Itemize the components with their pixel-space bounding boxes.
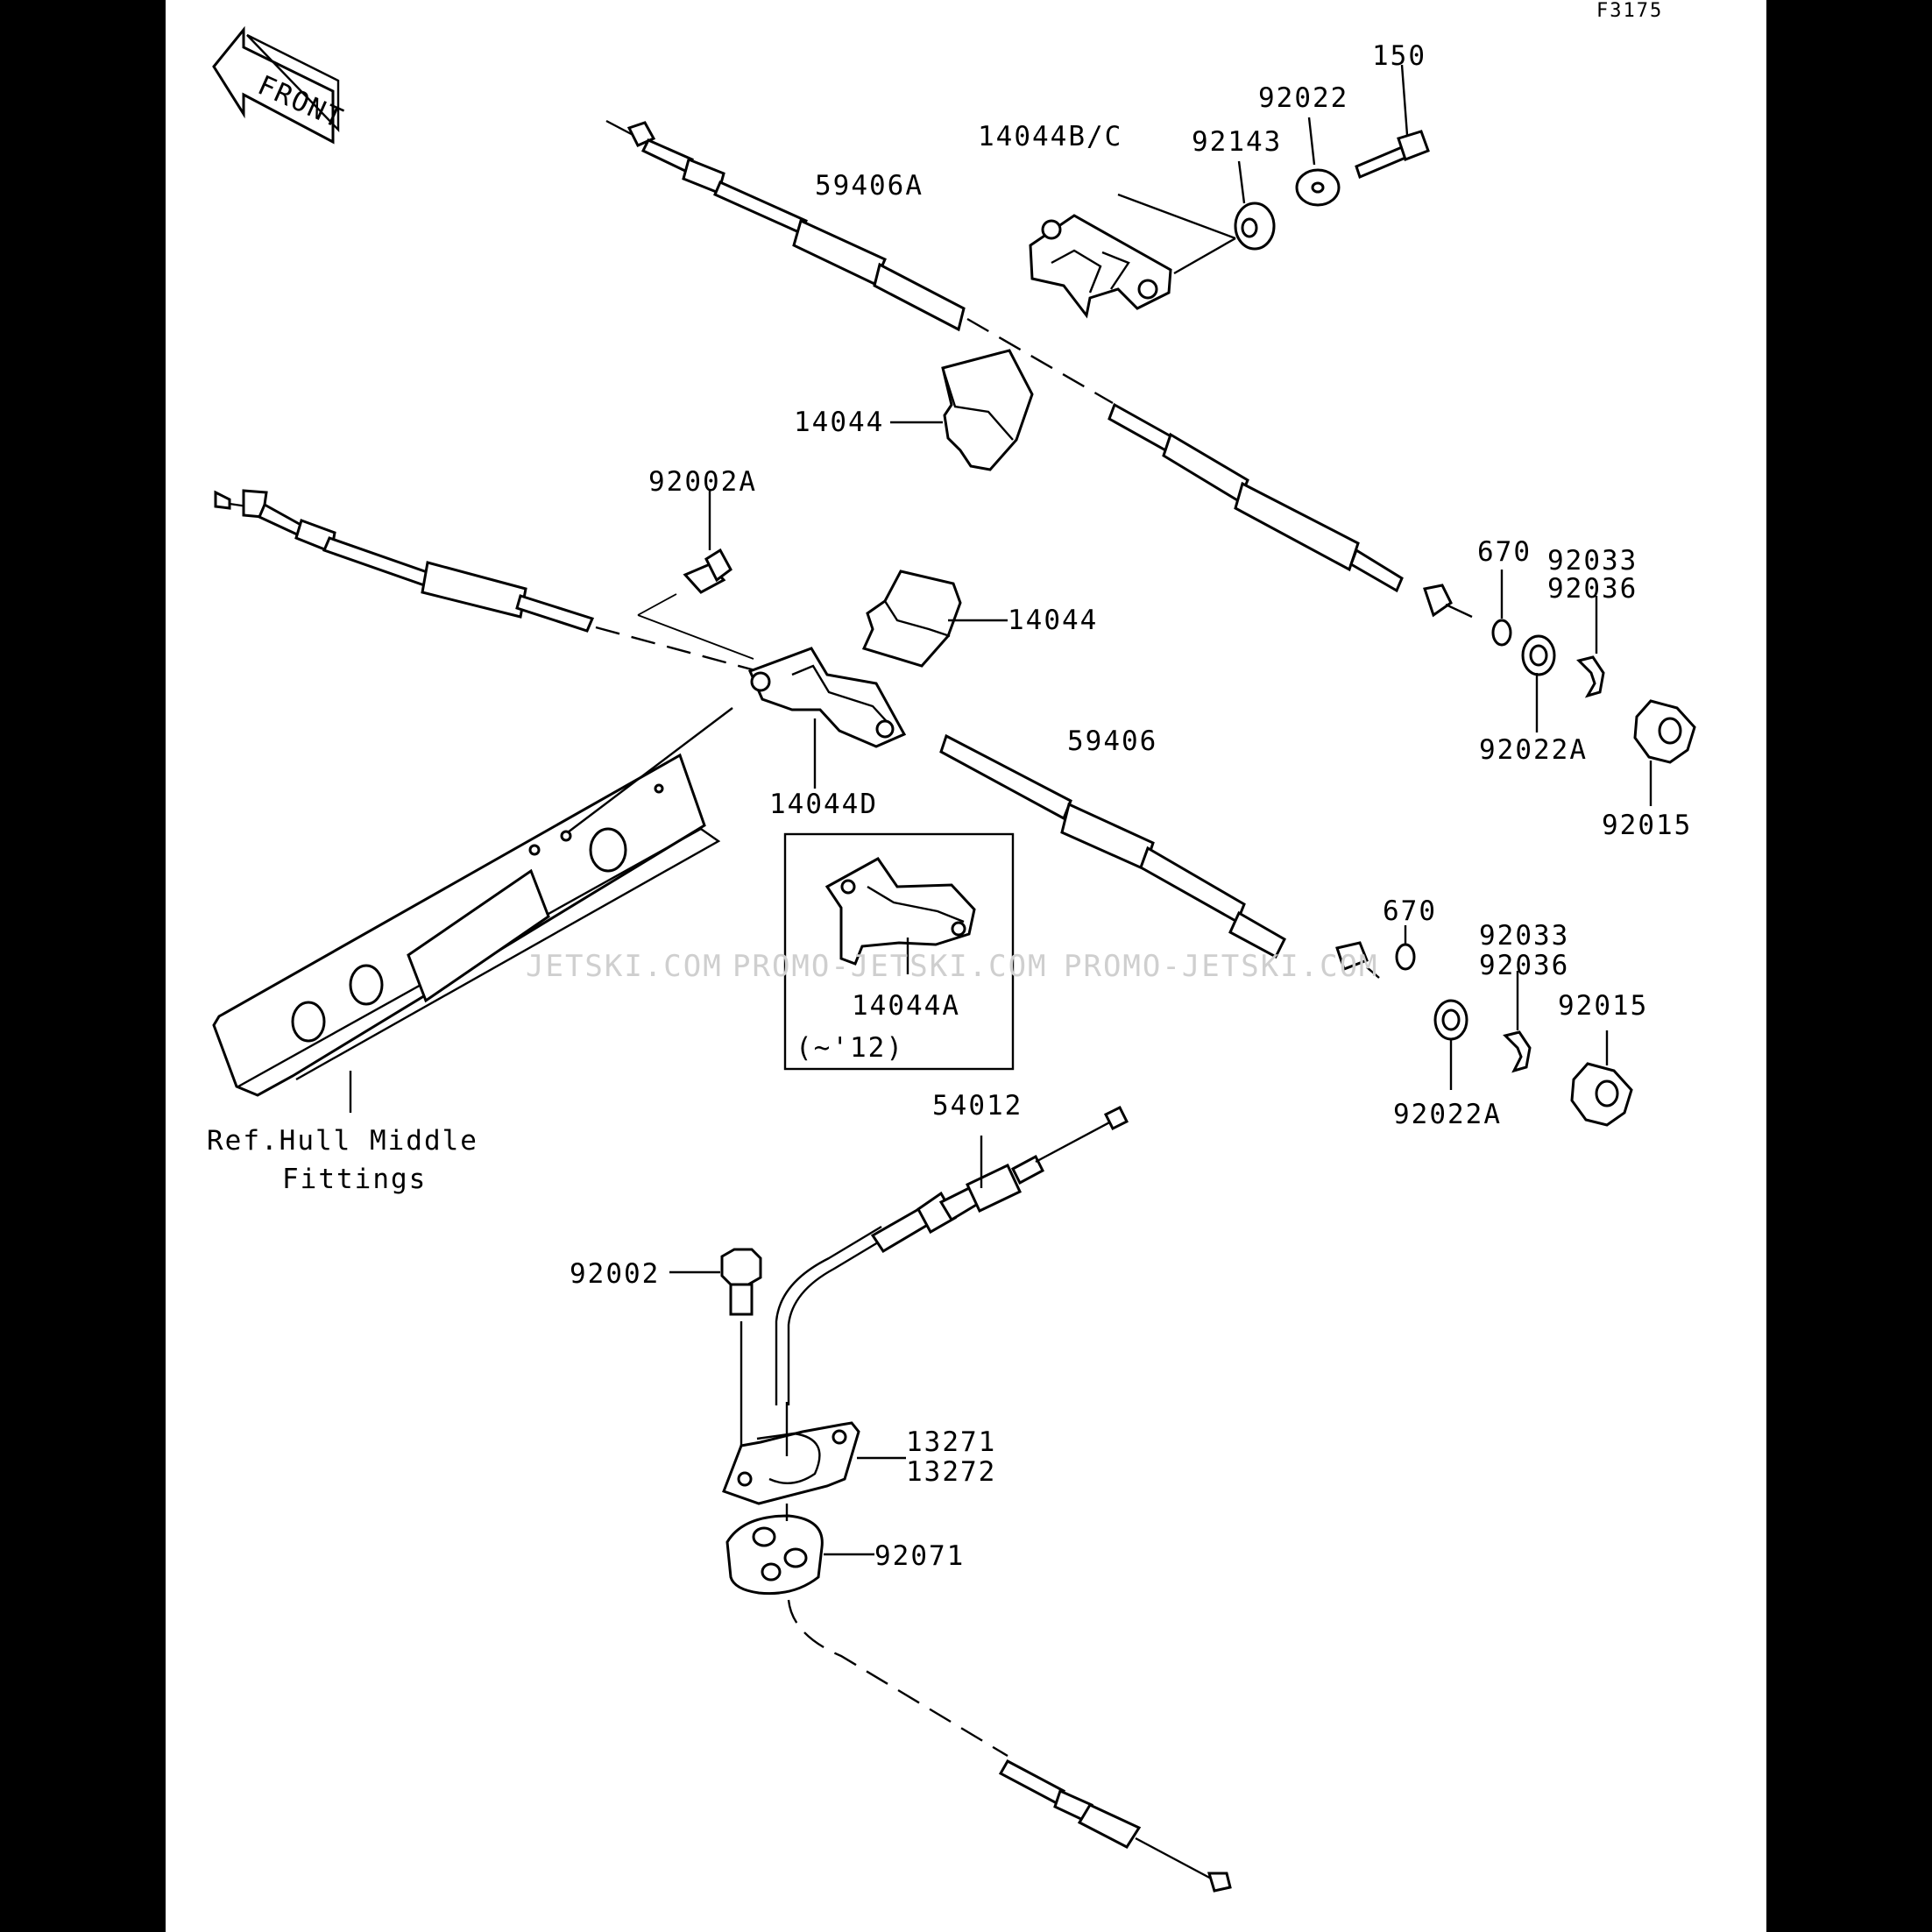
label-14044d: 14044D xyxy=(769,789,878,820)
label-670-upper: 670 xyxy=(1477,536,1532,568)
label-14044-upper: 14044 xyxy=(794,407,884,438)
label-92022: 92022 xyxy=(1258,82,1348,114)
label-92015-lower: 92015 xyxy=(1558,990,1648,1022)
label-92002: 92002 xyxy=(570,1258,660,1290)
watermark-1: JETSKI.COM xyxy=(526,949,723,984)
label-92143: 92143 xyxy=(1192,126,1282,158)
bolt-150 xyxy=(1355,64,1430,180)
label-14044bc: 14044B/C xyxy=(978,121,1122,152)
lower-end-hardware xyxy=(1395,925,1633,1127)
label-14044-mid: 14044 xyxy=(1008,605,1098,636)
cable-54012 xyxy=(775,1105,1129,1405)
label-92071: 92071 xyxy=(874,1540,965,1572)
watermark-2: PROMO-JETSKI.COM xyxy=(732,949,1048,984)
inset-label: (~'12) xyxy=(796,1032,904,1064)
collar-92143 xyxy=(1234,160,1276,251)
label-150: 150 xyxy=(1372,40,1426,72)
bracket-14044d xyxy=(637,614,907,789)
upper-end-hardware xyxy=(1491,570,1696,806)
label-92022a-lower: 92022A xyxy=(1393,1099,1502,1130)
label-54012: 54012 xyxy=(932,1090,1023,1122)
ref-note-line2: Fittings xyxy=(282,1164,427,1195)
parts-diagram: F3175 FRONT xyxy=(207,0,1696,1893)
plate-13271 xyxy=(722,1402,906,1505)
cable-59406a xyxy=(605,119,1473,619)
figure-code: F3175 xyxy=(1596,0,1663,22)
inset-14044a xyxy=(783,832,1015,1071)
label-92033-lower: 92033 xyxy=(1479,920,1569,952)
bracket-14044bc xyxy=(1029,193,1236,319)
label-670-lower: 670 xyxy=(1383,895,1437,927)
ref-note-line1: Ref.Hull Middle xyxy=(207,1125,478,1157)
label-92015-upper: 92015 xyxy=(1602,810,1692,841)
label-92033-upper: 92033 xyxy=(1547,545,1638,577)
diagram-sheet: F3175 FRONT xyxy=(166,0,1766,1932)
front-arrow-icon: FRONT xyxy=(212,25,349,145)
hull-middle-fitting xyxy=(212,707,733,1113)
label-13271: 13271 xyxy=(906,1426,996,1458)
label-59406: 59406 xyxy=(1067,725,1157,757)
grommet-92071 xyxy=(725,1504,1008,1758)
washer-92022 xyxy=(1295,117,1341,207)
label-14044a: 14044A xyxy=(852,990,960,1022)
clip-14044-mid xyxy=(861,570,1008,668)
label-92022a-upper: 92022A xyxy=(1479,734,1588,766)
watermark-3: PROMO-JETSKI.COM xyxy=(1064,949,1379,984)
label-59406a: 59406A xyxy=(815,170,924,202)
bolt-92002a xyxy=(637,491,732,616)
label-92036-lower: 92036 xyxy=(1479,950,1569,981)
cable-59406 xyxy=(214,489,1380,979)
label-92002a: 92002A xyxy=(648,466,757,498)
cable-54012-end xyxy=(998,1759,1232,1893)
clip-14044-upper xyxy=(890,349,1034,471)
label-92036-upper: 92036 xyxy=(1547,573,1638,605)
label-13272: 13272 xyxy=(906,1456,996,1488)
